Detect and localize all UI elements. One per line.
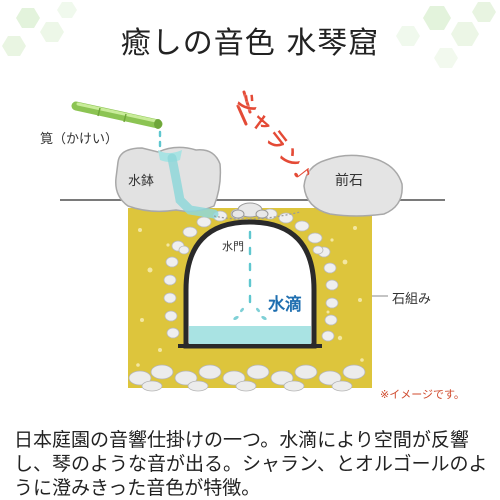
label-suiteki: 水滴 [268,295,302,315]
bamboo-pipe [71,101,163,129]
description: 日本庭園の音響仕掛けの一つ。水滴により空間が反響し、琴のような音が出る。シャラン… [14,429,488,499]
label-mizubachi: 水鉢 [128,174,155,189]
sound-burst-lines [236,90,252,126]
label-suimon: 水門 [222,240,244,253]
water-basin-stone [115,146,222,213]
overflow-water [167,153,219,219]
jar-water [189,326,311,344]
pebble-bed [128,364,366,392]
surface-dash [213,211,301,220]
front-stone [303,154,403,217]
hexagon-decoration-right [396,2,496,68]
label-zenseki: 前石 [335,173,363,189]
image-note: ※イメージです。 [380,388,465,401]
splash-icon [233,307,267,321]
label-ishigumi: 石組み [392,292,432,307]
label-kakei: 筧（かけい） [40,132,119,147]
page-title: 癒しの音色 水琴窟 [120,26,380,61]
gate-stones [231,202,269,219]
hexagon-decoration-left [2,2,77,56]
